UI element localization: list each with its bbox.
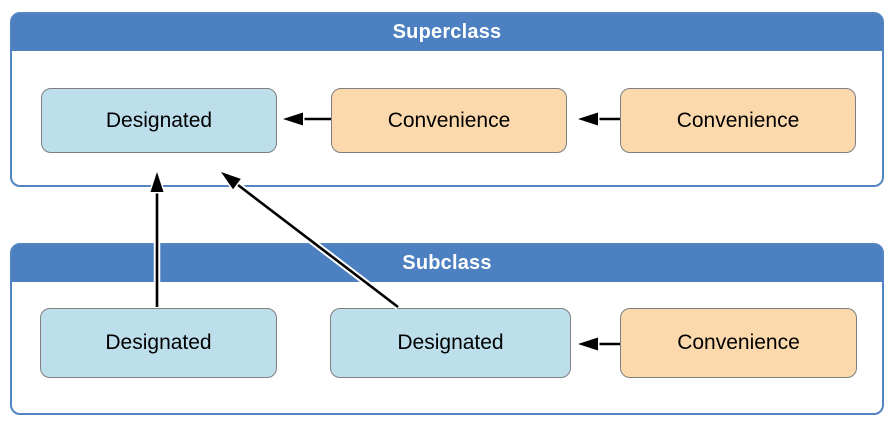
superclass-convenience-1-label: Convenience: [387, 108, 511, 132]
subclass-header-bar: Subclass: [12, 245, 882, 282]
subclass-designated-box-1: Designated: [40, 308, 277, 378]
subclass-designated-box-2: Designated: [330, 308, 571, 378]
superclass-convenience-2-label: Convenience: [676, 108, 800, 132]
superclass-designated-box: Designated: [41, 88, 277, 153]
superclass-title: Superclass: [392, 21, 502, 43]
subclass-convenience-label: Convenience: [677, 331, 800, 354]
superclass-designated-label: Designated: [105, 108, 213, 132]
superclass-convenience-box-2: Convenience: [620, 88, 856, 153]
subclass-designated-1-label: Designated: [105, 331, 212, 354]
subclass-convenience-box: Convenience: [620, 308, 857, 378]
subclass-title: Subclass: [402, 252, 492, 274]
superclass-convenience-box-1: Convenience: [331, 88, 567, 153]
subclass-designated-2-label: Designated: [397, 331, 504, 354]
superclass-header-bar: Superclass: [12, 14, 882, 51]
